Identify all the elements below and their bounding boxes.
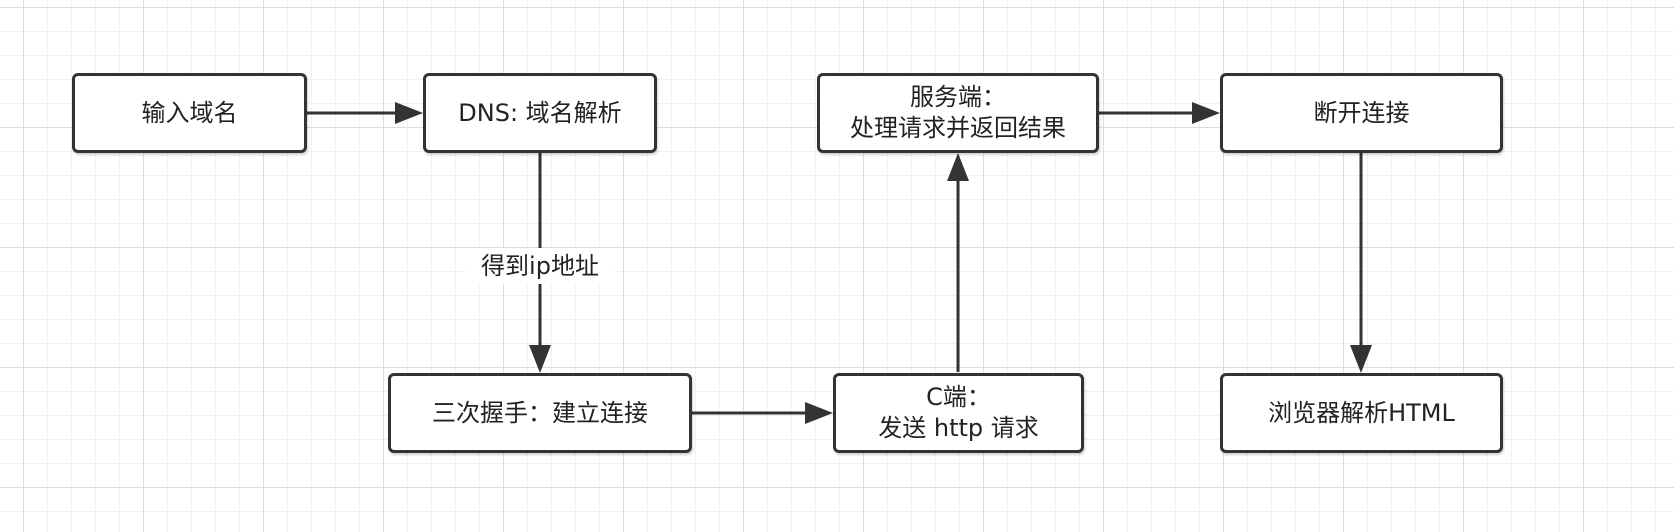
node-enter-domain[interactable]: 输入域名 (72, 73, 307, 153)
arrowhead (395, 102, 423, 124)
node-disconnect[interactable]: 断开连接 (1220, 73, 1503, 153)
node-three-way-handshake[interactable]: 三次握手：建立连接 (388, 373, 692, 453)
edge-label-ip-address: 得到ip地址 (465, 248, 615, 284)
arrowhead (1350, 345, 1372, 373)
node-browser-parse-html-text: 浏览器解析HTML (1268, 398, 1455, 427)
arrowhead (529, 345, 551, 373)
edge-enter-domain-to-dns (307, 102, 423, 124)
node-browser-parse-html[interactable]: 浏览器解析HTML (1220, 373, 1503, 453)
node-client-request-line-1: C端： (926, 383, 991, 411)
arrowhead (947, 153, 969, 181)
node-dns-resolution-text: DNS: 域名解析 (458, 98, 622, 127)
node-enter-domain-text: 输入域名 (141, 98, 238, 127)
node-server-process-line-2: 处理请求并返回结果 (850, 114, 1066, 142)
arrowhead (805, 402, 833, 424)
node-server-process[interactable]: 服务端： 处理请求并返回结果 (817, 73, 1099, 153)
edge-client-to-server (947, 153, 969, 372)
node-client-request[interactable]: C端： 发送 http 请求 (833, 373, 1084, 453)
node-server-process-line-1: 服务端： (910, 83, 1006, 111)
arrowhead (1192, 102, 1220, 124)
edge-server-to-disconnect (1099, 102, 1220, 124)
node-client-request-line-2: 发送 http 请求 (878, 414, 1039, 442)
edge-disconnect-to-browser (1350, 152, 1372, 373)
node-three-way-handshake-text: 三次握手：建立连接 (432, 398, 648, 427)
node-disconnect-text: 断开连接 (1313, 98, 1410, 127)
edge-handshake-to-client (692, 402, 833, 424)
node-dns-resolution[interactable]: DNS: 域名解析 (423, 73, 657, 153)
